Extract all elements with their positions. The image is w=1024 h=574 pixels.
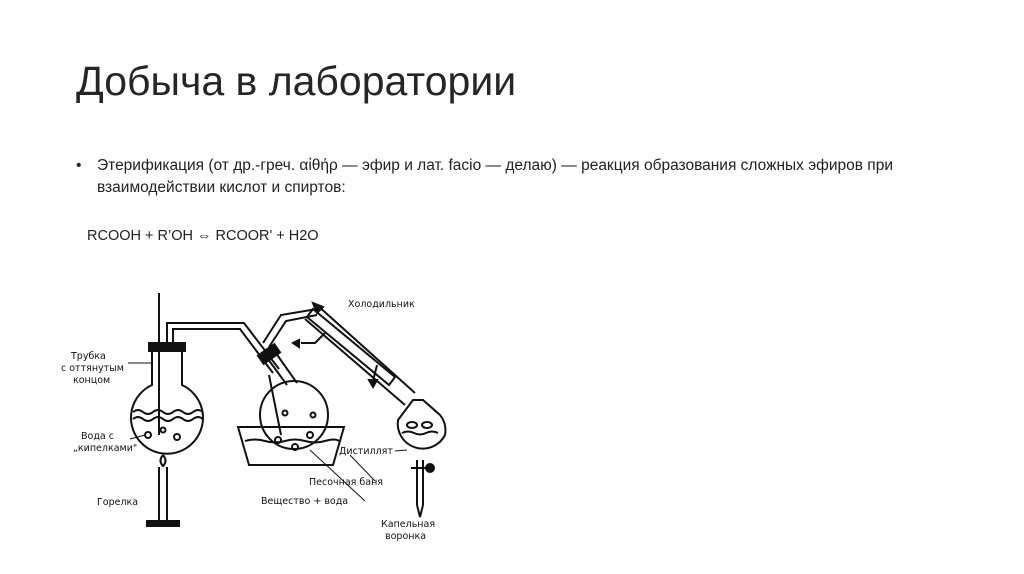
label-funnel-2: воронка xyxy=(385,531,426,542)
slide-title: Добыча в лаборатории xyxy=(76,58,517,104)
steam-tube xyxy=(262,308,318,344)
label-funnel-1: Капельная xyxy=(381,519,435,530)
label-tube-2: с оттянутым xyxy=(61,363,124,374)
bullet-text: Этерификация (от др.-греч. αἰθήρ — эфир … xyxy=(97,157,893,196)
label-tube-3: концом xyxy=(73,375,110,386)
reaction-formula: RCOOH + R’OH ⇔ RCOOR' + H2O xyxy=(87,228,319,244)
label-tube-1: Трубка xyxy=(70,351,106,362)
distillation-apparatus-diagram: Трубка с оттянутым концом Вода с „кипелк… xyxy=(61,293,447,542)
label-sand-bath: Песочная баня xyxy=(309,477,383,488)
label-water-1: Вода с xyxy=(81,431,114,442)
bullet-dot: • xyxy=(76,157,82,174)
label-water-2: „кипелками" xyxy=(73,443,137,454)
middle-flask-stopper xyxy=(256,342,282,366)
label-distillate: Дистиллят xyxy=(339,446,393,457)
label-burner: Горелка xyxy=(97,497,138,508)
label-substance: Вещество + вода xyxy=(261,496,348,507)
left-flask-water xyxy=(132,409,204,415)
connecting-tube xyxy=(172,328,274,374)
bullet-item: • Этерификация (от др.-греч. αἰθήρ — эфи… xyxy=(76,155,956,199)
dropping-funnel xyxy=(396,399,447,450)
label-condenser: Холодильник xyxy=(348,299,415,310)
left-flask-stopper xyxy=(148,342,186,352)
left-flask xyxy=(130,350,204,455)
sand-bath xyxy=(236,426,346,466)
condenser xyxy=(305,307,397,387)
